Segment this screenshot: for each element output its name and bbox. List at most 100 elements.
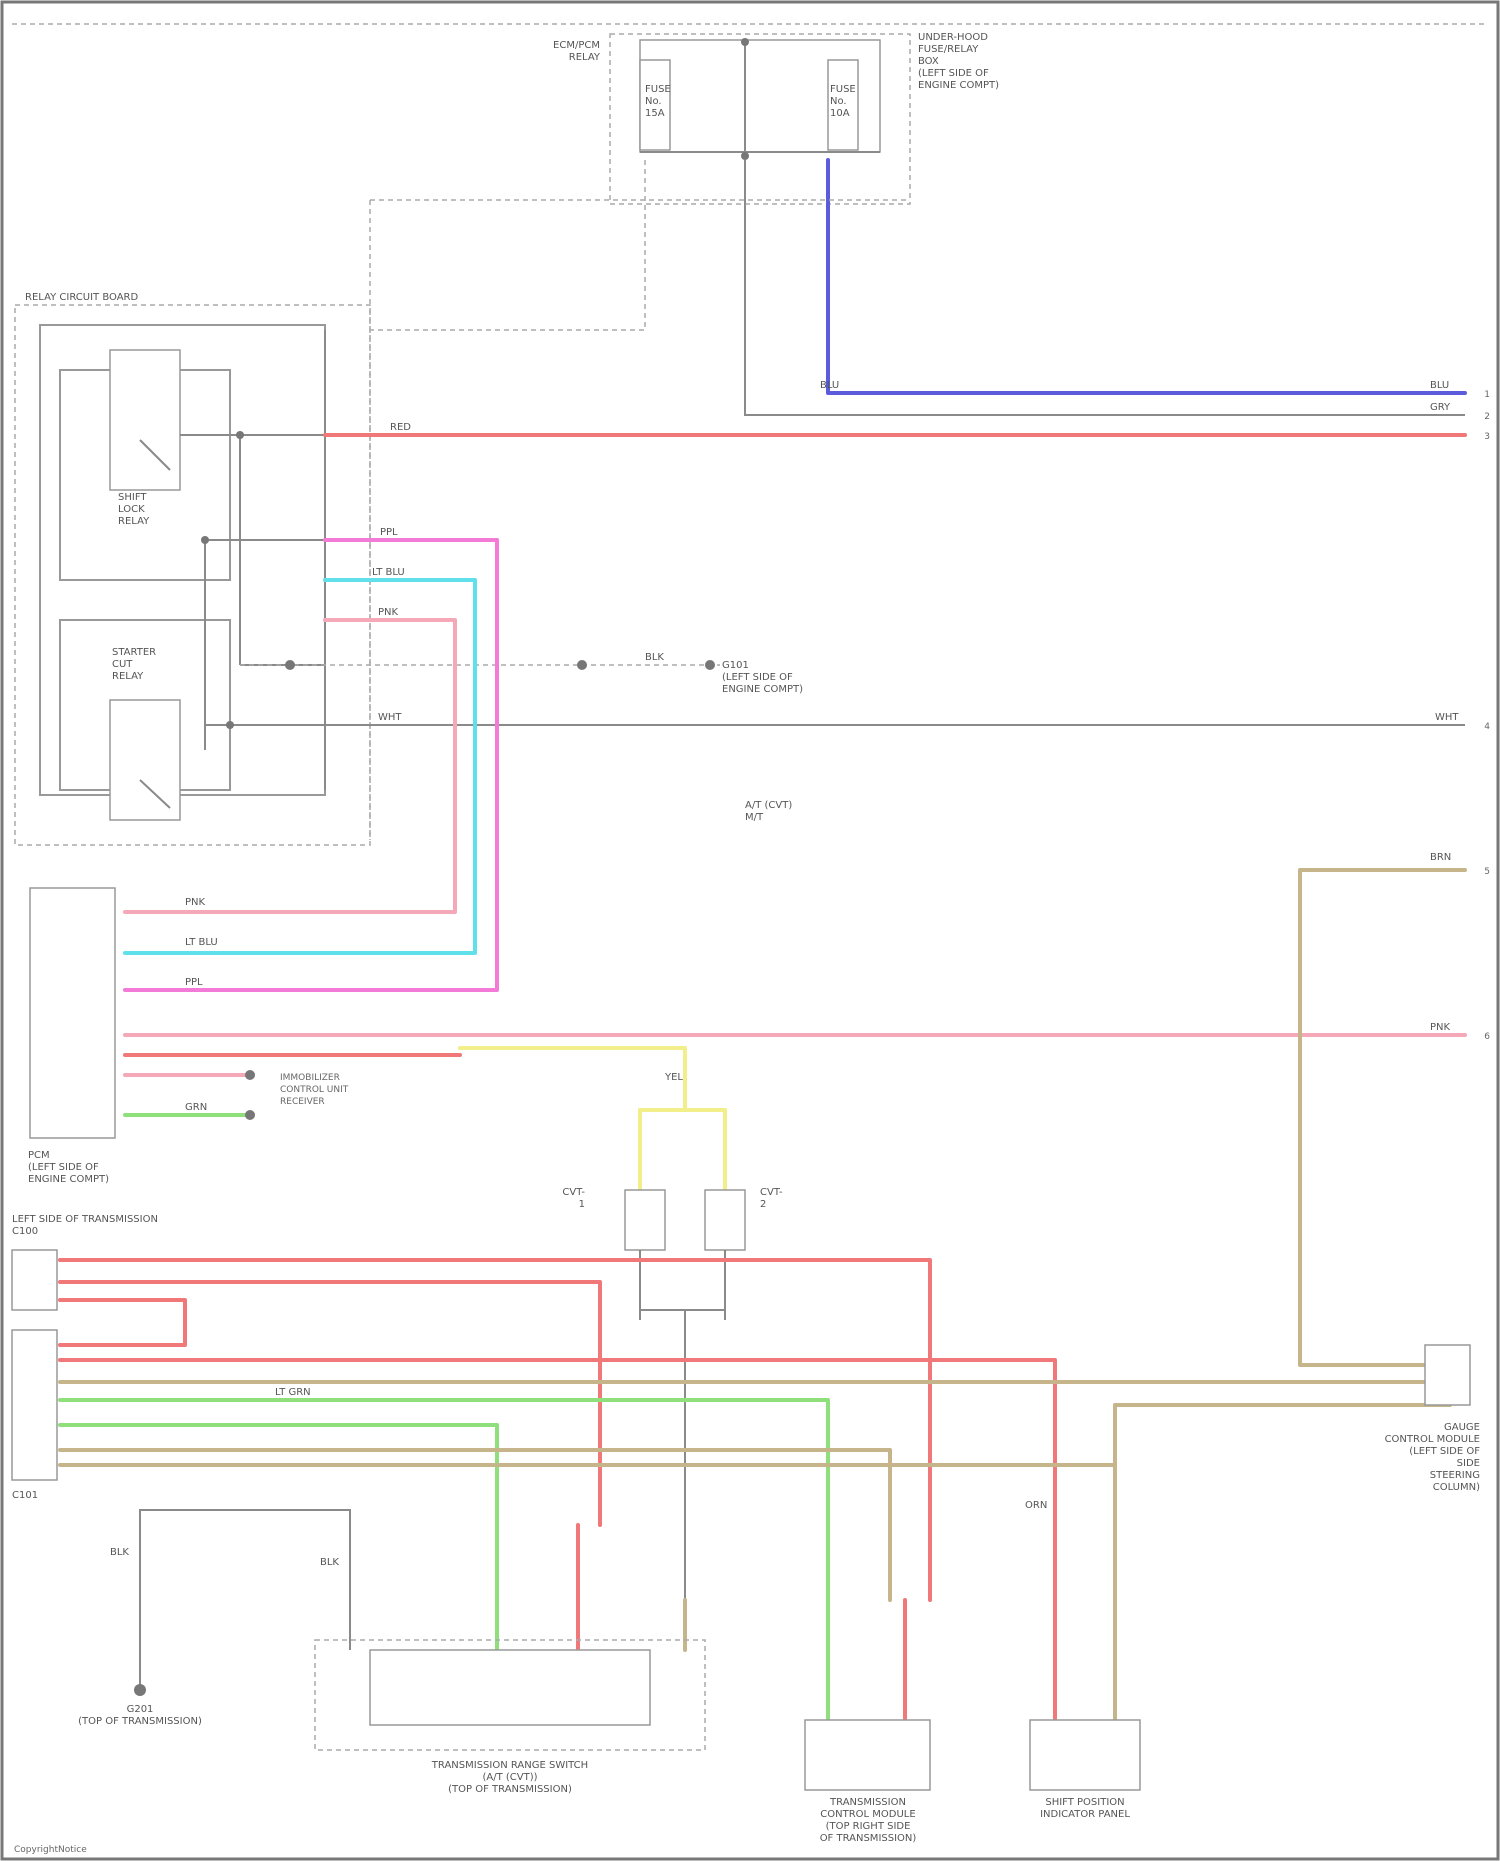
wire-label-ltgrn: LT GRN	[275, 1387, 311, 1398]
shift-indicator-label-line-2: INDICATOR PANEL	[1040, 1809, 1130, 1820]
range-switch-label-line-1: TRANSMISSION RANGE SWITCH	[431, 1760, 588, 1771]
wire-label-ppl: PPL	[380, 527, 398, 538]
legend-label-line-1: A/T (CVT)	[745, 800, 792, 811]
tcm-box	[805, 1720, 930, 1790]
g101-label-line-3: ENGINE COMPT)	[722, 684, 803, 695]
fuse-b-label-line-2: No.	[830, 96, 847, 107]
edge-pin-5: 5	[1484, 867, 1490, 877]
fuse-a-label-line-2: No.	[645, 96, 662, 107]
pnp-switch-b	[705, 1190, 745, 1250]
pnp-b-label-line-1: CVT-	[760, 1187, 783, 1198]
starter-cut-relay-coil	[110, 700, 180, 820]
fuse-box-label-line-1: UNDER-HOOD	[918, 32, 988, 43]
legend-label-line-2: M/T	[745, 812, 764, 823]
relay-board-outline	[15, 305, 370, 845]
gauge-control-label-line-1: GAUGE	[1444, 1422, 1480, 1433]
immobilizer-label-line-2: CONTROL UNIT	[280, 1085, 349, 1095]
gauge-connector	[1425, 1345, 1470, 1405]
fuse-box-label-line-3: BOX	[918, 56, 939, 67]
gauge-control-label-line-3: (LEFT SIDE OF	[1409, 1446, 1480, 1457]
wire-label-blu: BLU	[820, 380, 839, 391]
wire-label-wht-right: WHT	[1435, 712, 1459, 723]
gauge-control-label-line-4: SIDE	[1457, 1458, 1480, 1469]
wire-label-blk: BLK	[645, 652, 664, 663]
tcm-label-line-2: CONTROL MODULE	[820, 1809, 915, 1820]
fuse-b-label-line-3: 10A	[830, 108, 850, 119]
fuse-junction-top	[741, 38, 749, 46]
pcm-label-line-1: PCM	[28, 1150, 50, 1161]
shift-lock-relay-label-line-3: RELAY	[118, 516, 150, 527]
gauge-control-label-line-5: STEERING	[1430, 1470, 1480, 1481]
ground-label-line-2: (TOP OF TRANSMISSION)	[78, 1716, 202, 1727]
gauge-control-label-line-6: COLUMN)	[1433, 1482, 1480, 1493]
range-switch-body	[370, 1650, 650, 1725]
wire-label-grn: GRN	[185, 1102, 207, 1113]
footer-text: CopyrightNotice	[14, 1845, 87, 1855]
transmission-connector-label-line-1: LEFT SIDE OF TRANSMISSION	[12, 1214, 158, 1225]
fuse-box-label-line-5: ENGINE COMPT)	[918, 80, 999, 91]
g101-label-line-1: G101	[722, 660, 749, 671]
tcm-label-line-4: OF TRANSMISSION)	[820, 1833, 917, 1844]
wire-label-yel: YEL	[664, 1072, 683, 1083]
shift-indicator-box	[1030, 1720, 1140, 1790]
tcm-label-line-3: (TOP RIGHT SIDE	[826, 1821, 911, 1832]
starter-cut-relay-label-line-1: STARTER	[112, 647, 156, 658]
ground-junction	[577, 660, 587, 670]
wire-label-red: RED	[390, 422, 411, 433]
connector-c101	[12, 1330, 57, 1480]
range-switch-label-line-2: (A/T (CVT))	[482, 1772, 537, 1783]
immobilizer-label-line-1: IMMOBILIZER	[280, 1073, 340, 1083]
wire-label-pnk-right: PNK	[1430, 1022, 1451, 1033]
wire-label-ltblu-pcm: LT BLU	[185, 937, 218, 948]
edge-pin-3: 3	[1484, 432, 1490, 442]
wire-label-ltblu: LT BLU	[372, 567, 405, 578]
pnp-a-label-line-1: CVT-	[562, 1187, 585, 1198]
connector-c100	[12, 1250, 57, 1310]
wire-label-brn-right: BRN	[1430, 852, 1451, 863]
ground-point	[134, 1684, 146, 1696]
fuse-junction-bottom	[741, 152, 749, 160]
ecm-relay-label-line-2: RELAY	[569, 52, 601, 63]
pnp-switch-a	[625, 1190, 665, 1250]
pcm-box	[30, 888, 115, 1138]
wire-label-blu-right: BLU	[1430, 380, 1449, 391]
edge-pin-4: 4	[1484, 722, 1490, 732]
c101-label-line-1: C101	[12, 1490, 38, 1501]
wire-label-pnk-pcm: PNK	[185, 897, 206, 908]
edge-pin-1: 1	[1484, 390, 1490, 400]
fuse-box-label-line-4: (LEFT SIDE OF	[918, 68, 989, 79]
ecm-relay-label-line-1: ECM/PCM	[553, 40, 600, 51]
shift-lock-relay-label-line-2: LOCK	[118, 504, 145, 515]
range-switch-label-line-3: (TOP OF TRANSMISSION)	[448, 1784, 572, 1795]
wire-label-ppl-pcm: PPL	[185, 977, 203, 988]
edge-pin-6: 6	[1484, 1032, 1490, 1042]
immobilizer-label-line-3: RECEIVER	[280, 1097, 325, 1107]
wire-label-pnk: PNK	[378, 607, 399, 618]
transmission-connector-label-line-2: C100	[12, 1226, 38, 1237]
fuse-box-label-line-2: FUSE/RELAY	[918, 44, 979, 55]
wire-label-blk-switch: BLK	[320, 1557, 339, 1568]
wire-label-wht: WHT	[378, 712, 402, 723]
pnp-a-label-line-2: 1	[579, 1199, 585, 1210]
fuse-a-label-line-1: FUSE	[645, 84, 671, 95]
ground-label-line-1: G201	[127, 1704, 154, 1715]
wire-label-blk-ground: BLK	[110, 1547, 129, 1558]
shift-indicator-label-line-1: SHIFT POSITION	[1045, 1797, 1124, 1808]
wire-label-gry-right: GRY	[1430, 402, 1451, 413]
pcm-label-line-3: ENGINE COMPT)	[28, 1174, 109, 1185]
gauge-control-label-line-2: CONTROL MODULE	[1385, 1434, 1480, 1445]
ground-terminal	[705, 660, 715, 670]
g101-label-line-2: (LEFT SIDE OF	[722, 672, 793, 683]
tcm-label-line-1: TRANSMISSION	[829, 1797, 906, 1808]
starter-cut-relay-label-line-3: RELAY	[112, 671, 144, 682]
relay-board-label-line-1: RELAY CIRCUIT BOARD	[25, 292, 139, 303]
pcm-label-line-2: (LEFT SIDE OF	[28, 1162, 99, 1173]
wire-label-orn: ORN	[1025, 1500, 1047, 1511]
fuse-a-label-line-3: 15A	[645, 108, 665, 119]
pnp-b-label-line-2: 2	[760, 1199, 766, 1210]
fuse-b-label-line-1: FUSE	[830, 84, 856, 95]
starter-cut-relay-label-line-2: CUT	[112, 659, 133, 670]
